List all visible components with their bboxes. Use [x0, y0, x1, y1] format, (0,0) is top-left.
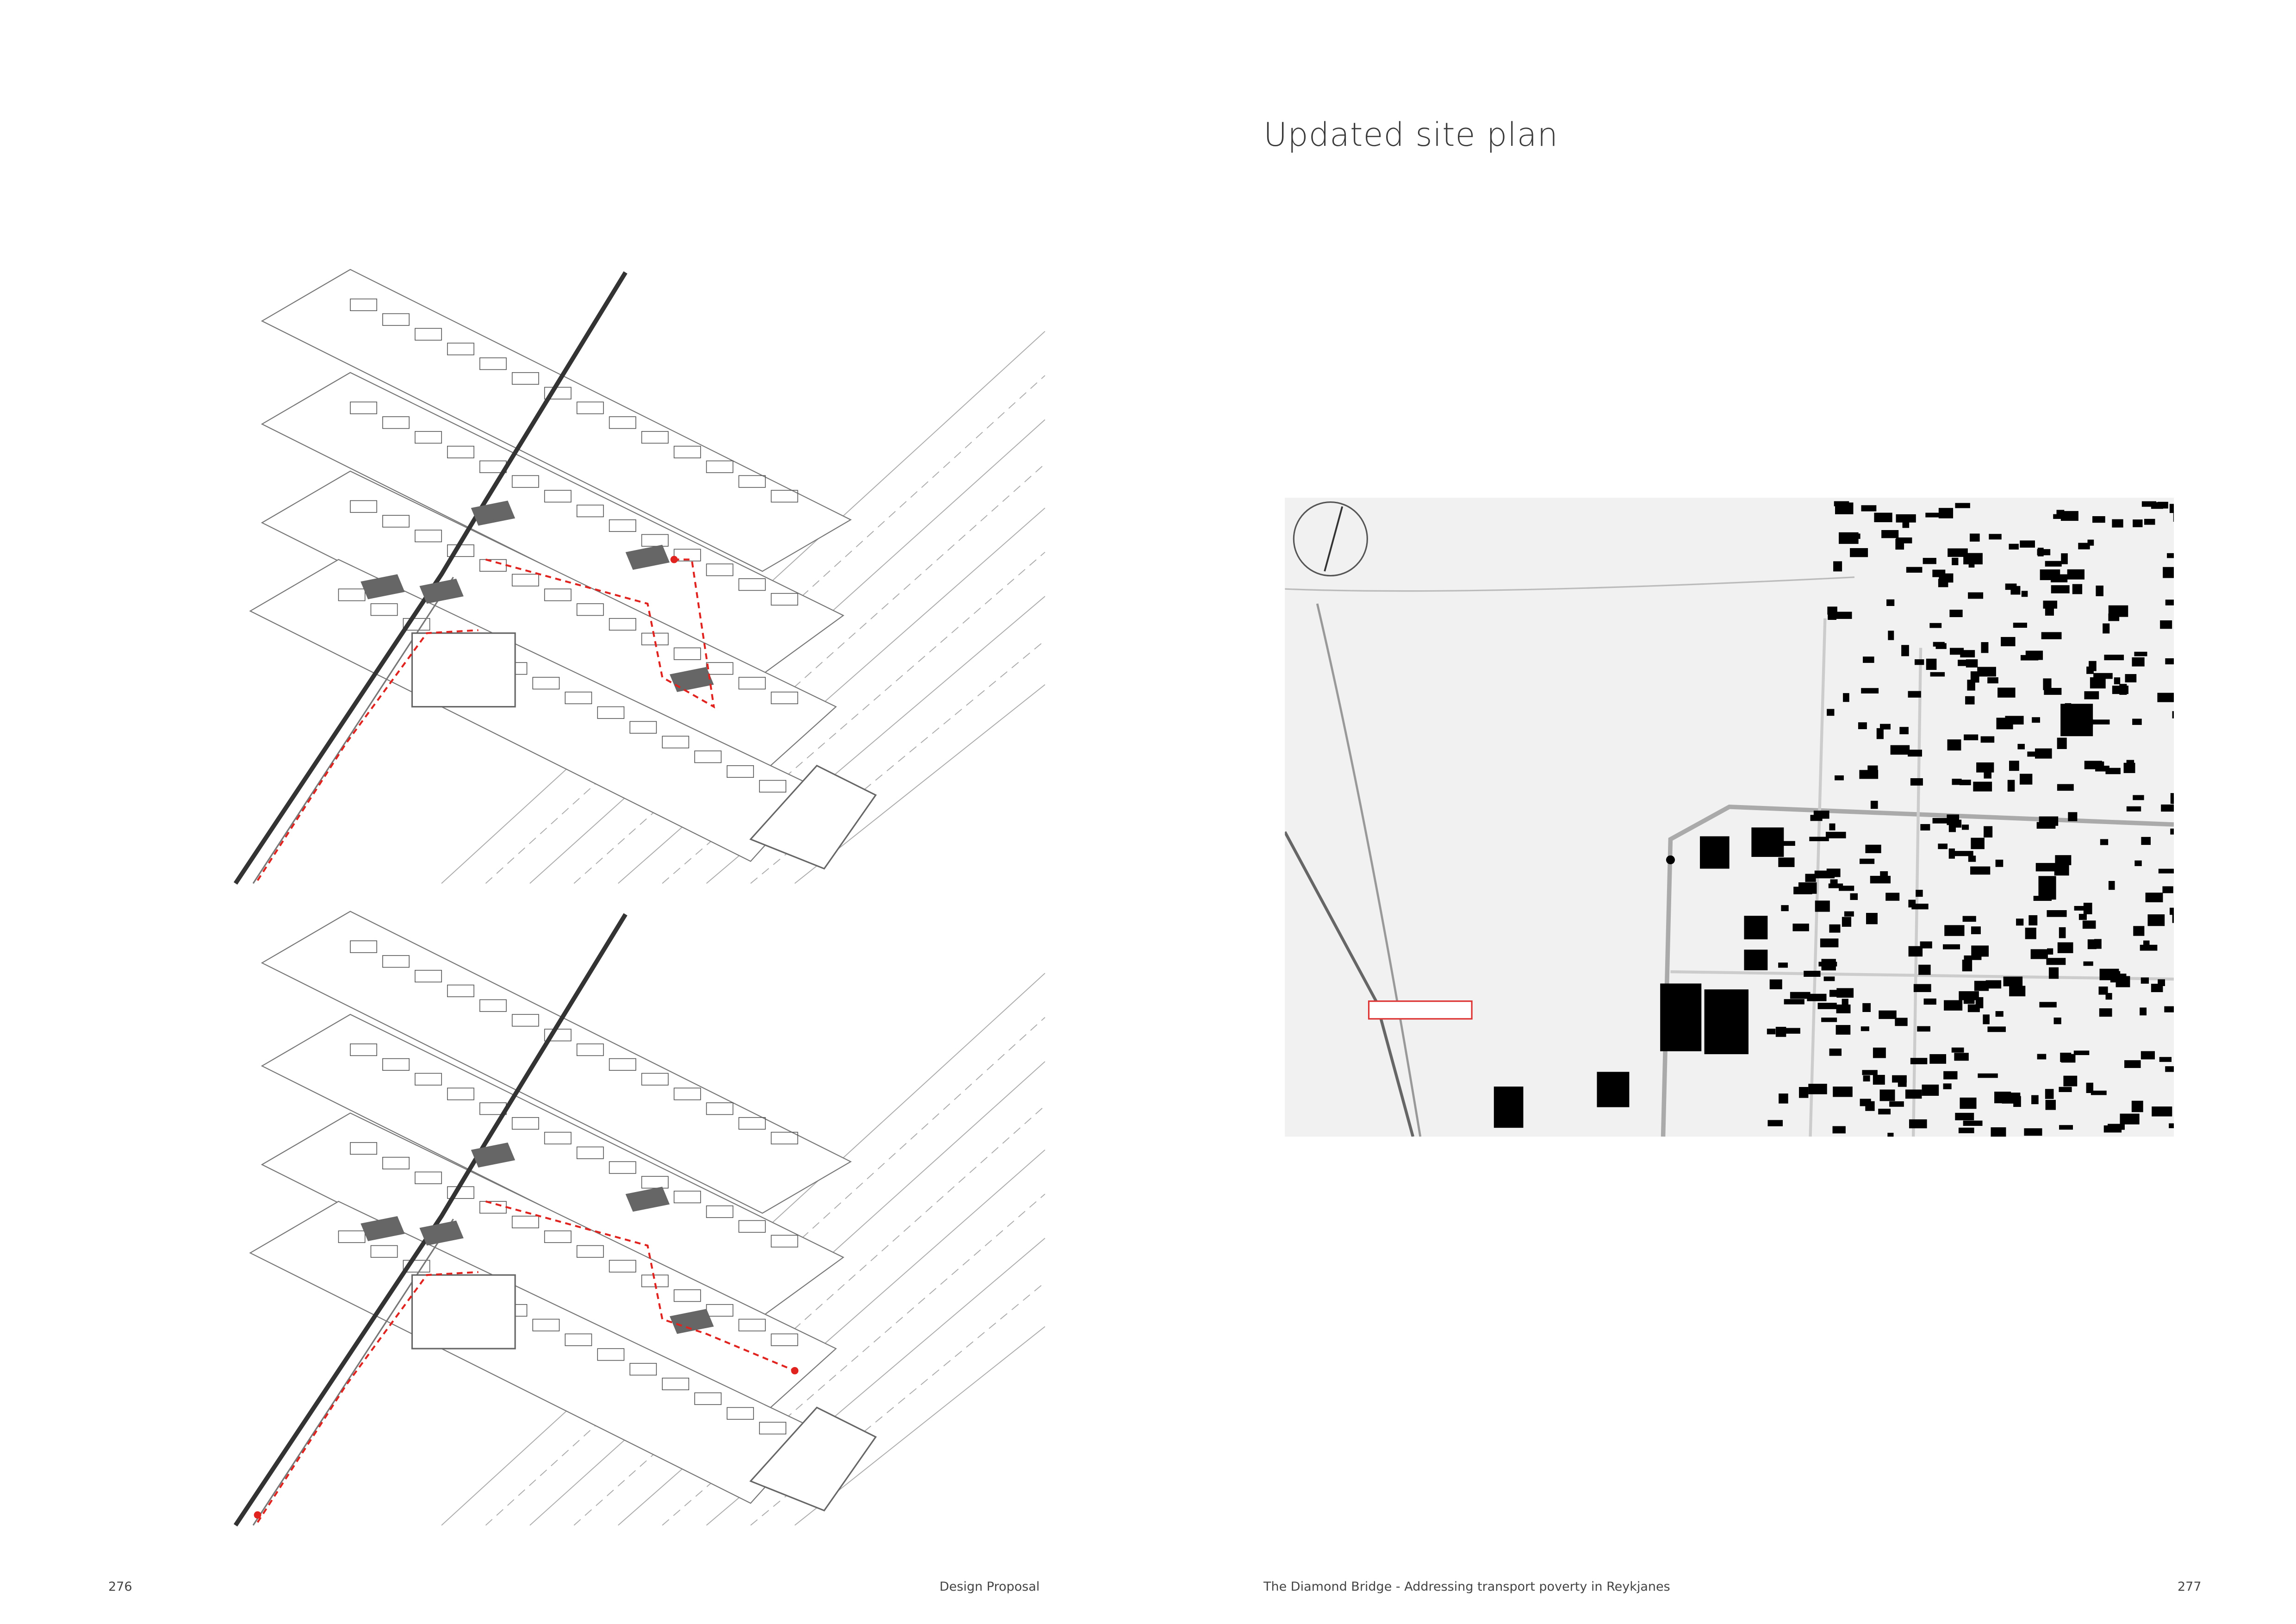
- axonometric-drawing-route-2: [233, 911, 1045, 1527]
- north-arrow-icon: [1293, 501, 1368, 577]
- page-title: Updated site plan: [1263, 116, 1559, 154]
- map-buildings: [1493, 501, 2174, 1137]
- page-number-left: 276: [108, 1580, 132, 1594]
- page-number-right: 277: [2178, 1580, 2202, 1594]
- site-plan-map: [1285, 498, 2174, 1137]
- route-path: [256, 1200, 796, 1523]
- section-label: Design Proposal: [940, 1580, 1040, 1594]
- route-path: [256, 558, 716, 881]
- axonometric-drawing-route-1: [233, 269, 1045, 885]
- running-title: The Diamond Bridge - Addressing transpor…: [1263, 1580, 1670, 1594]
